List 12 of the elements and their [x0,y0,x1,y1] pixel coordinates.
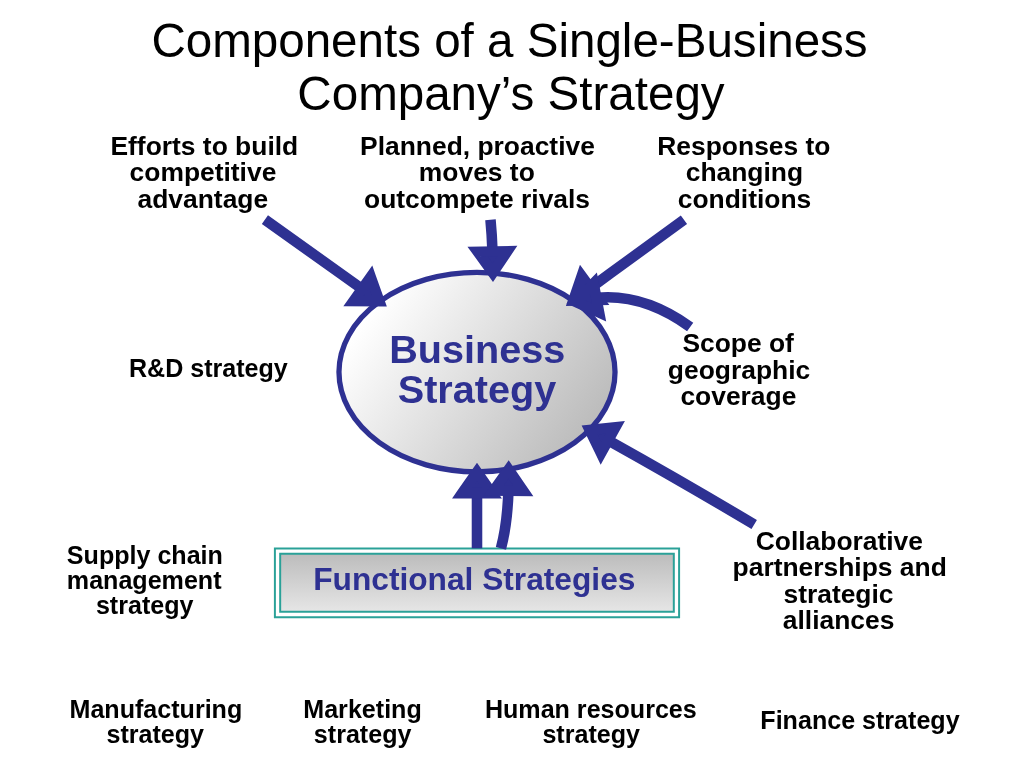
label: R&D strategy [128,354,288,382]
node-text: Planned, proactive moves to outcompete rivals [360,130,595,214]
label: Supply chain management strategy [66,540,223,620]
node-text: Responses to changing conditions [657,130,831,214]
node-text: Scope of geographic coverage [667,328,811,412]
diagram-title: Components of a Single-Business Company’s Strategy [151,13,868,120]
node-text: Collaborative partnerships and strategic alliances [732,525,947,636]
label: Human resources strategy [484,694,697,748]
label: Manufacturing strategy [69,694,243,748]
label: Marketing strategy [303,694,422,748]
label: Finance strategy [760,706,960,735]
node-text: Efforts to build competitive advantage [110,130,299,214]
